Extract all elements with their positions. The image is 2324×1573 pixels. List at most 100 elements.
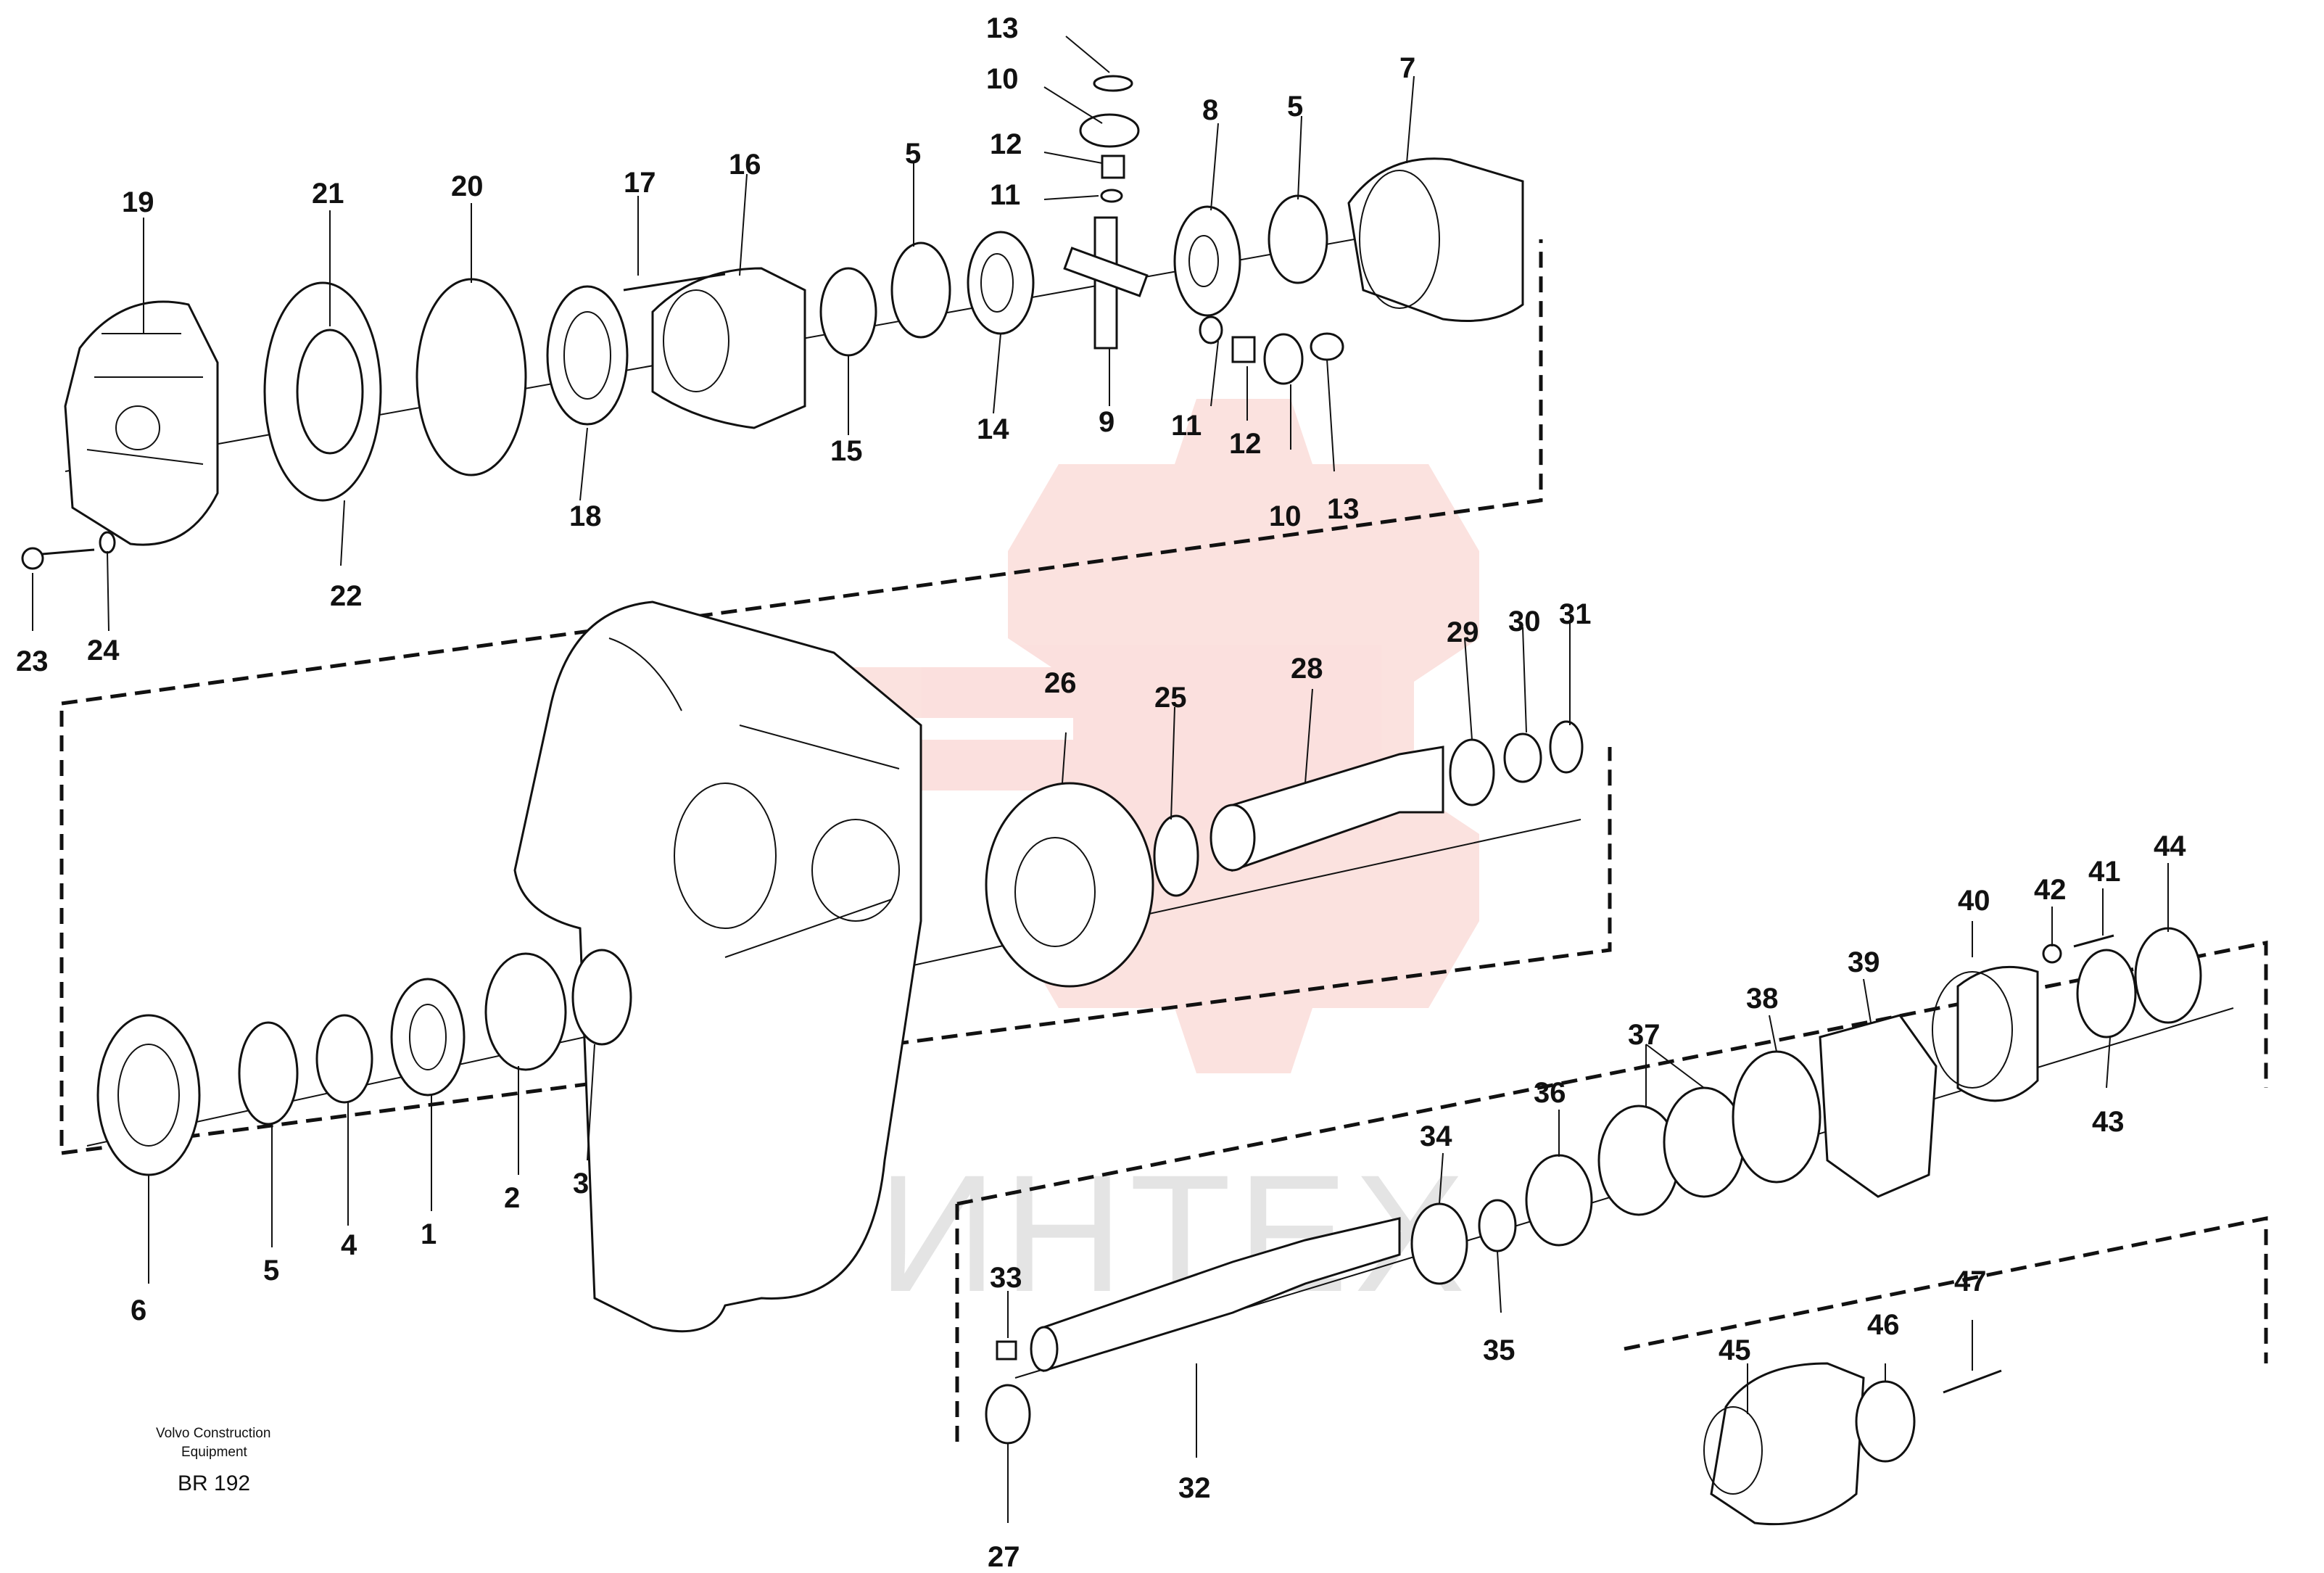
bolt-23	[21, 547, 95, 570]
snap-ring-3	[571, 949, 632, 1046]
ring-44	[2134, 927, 2202, 1024]
seal-15	[819, 267, 877, 357]
seal-4	[315, 1014, 373, 1104]
callout-38: 38	[1746, 983, 1779, 1015]
bush-12-bottom	[1231, 336, 1256, 363]
callout-10-bottom: 10	[1269, 500, 1302, 532]
middle-leaders	[148, 620, 1571, 1284]
bearing-18	[546, 285, 629, 426]
bolt-17	[623, 273, 726, 292]
housing-16	[651, 267, 806, 429]
ring-31	[1549, 720, 1584, 774]
shaft-28	[1209, 746, 1444, 872]
callout-32: 32	[1178, 1472, 1211, 1504]
bearing-34	[1410, 1202, 1468, 1285]
callout-10-top: 10	[986, 63, 1019, 95]
ring-11-bottom	[1199, 315, 1223, 344]
callout-46: 46	[1867, 1309, 1900, 1341]
side-gear-8	[1173, 205, 1241, 317]
bearing-37b	[1663, 1086, 1745, 1198]
bolt-41	[2073, 934, 2114, 948]
washer-42	[2042, 944, 2062, 964]
callout-21: 21	[312, 178, 344, 210]
cover-40	[1932, 965, 2039, 1102]
ring-30	[1503, 732, 1542, 783]
callout-1: 1	[421, 1218, 437, 1250]
callout-28: 28	[1291, 653, 1323, 685]
callout-2: 2	[504, 1182, 520, 1214]
callout-18: 18	[569, 500, 602, 532]
yoke-45	[1703, 1362, 1865, 1526]
callout-22: 22	[330, 580, 363, 612]
seal-43	[2076, 949, 2137, 1039]
callout-37: 37	[1628, 1019, 1661, 1051]
callout-16: 16	[729, 149, 761, 181]
top-leaders	[32, 36, 1415, 632]
callout-42: 42	[2034, 874, 2067, 906]
callout-13-bottom: 13	[1327, 493, 1360, 525]
o-ring-20	[415, 278, 527, 476]
callout-5-mid: 5	[263, 1255, 279, 1287]
callout-11-bottom: 11	[1171, 410, 1202, 442]
ring-11-top	[1100, 189, 1123, 203]
lower-leaders	[1007, 863, 2169, 1523]
callout-47: 47	[1954, 1266, 1987, 1297]
shaft-frame	[955, 940, 2268, 1443]
washer-13-bottom	[1310, 332, 1344, 361]
callout-8: 8	[1202, 94, 1218, 126]
callout-26: 26	[1044, 667, 1077, 699]
callout-5-top: 5	[905, 138, 921, 170]
o-ring-38	[1732, 1050, 1821, 1184]
pinion-10-bottom	[1263, 333, 1304, 385]
gear-26	[985, 782, 1154, 988]
bolt-47	[1943, 1369, 2002, 1394]
spider-9	[1063, 216, 1149, 350]
callout-6: 6	[131, 1295, 146, 1326]
flange-46	[1855, 1380, 1916, 1463]
snap-ring-25	[1153, 814, 1199, 897]
callout-27: 27	[988, 1541, 1020, 1573]
company-line-1: Volvo Construction	[156, 1426, 270, 1441]
callout-40: 40	[1958, 885, 1990, 917]
transfer-case-housing	[513, 600, 922, 1333]
callout-17: 17	[624, 167, 656, 199]
bearing-5-top	[890, 241, 951, 339]
output-shaft-32	[1030, 1217, 1401, 1373]
callout-3: 3	[573, 1168, 589, 1200]
callout-19: 19	[122, 186, 154, 218]
bearing-2	[484, 952, 567, 1071]
company-line-2: Equipment	[181, 1445, 248, 1460]
callout-11-top: 11	[990, 179, 1020, 211]
callout-5-diff: 5	[1287, 91, 1303, 123]
callout-23: 23	[16, 645, 49, 677]
plug-33	[996, 1340, 1017, 1361]
callout-35: 35	[1483, 1334, 1515, 1366]
bearing-29	[1449, 738, 1495, 806]
callout-24: 24	[87, 635, 120, 666]
callout-12-top: 12	[990, 128, 1022, 160]
footer-block: Volvo Construction Equipment BR 192	[156, 1426, 270, 1495]
pinion-10-top	[1079, 113, 1140, 148]
gasket-39	[1819, 1014, 1938, 1198]
callout-25: 25	[1154, 682, 1187, 714]
callout-44: 44	[2154, 830, 2186, 862]
middle-frame	[59, 711, 1612, 1155]
flange-1	[390, 978, 466, 1097]
callout-34: 34	[1420, 1120, 1452, 1152]
callout-12-bottom: 12	[1229, 428, 1262, 460]
plate-21	[263, 281, 382, 502]
callout-7: 7	[1399, 52, 1415, 84]
carrier-7	[1347, 157, 1524, 322]
washer-24	[99, 531, 116, 554]
bush-12-top	[1101, 154, 1125, 179]
gear-14	[967, 231, 1035, 335]
bearing-5-mid	[238, 1021, 299, 1126]
callout-43: 43	[2092, 1106, 2125, 1138]
diagram-code: BR 192	[178, 1471, 250, 1495]
callout-14: 14	[977, 413, 1009, 445]
cover-19	[64, 300, 219, 546]
bearing-5-diff	[1268, 194, 1328, 284]
callout-39: 39	[1848, 946, 1880, 978]
callout-15: 15	[830, 435, 863, 467]
